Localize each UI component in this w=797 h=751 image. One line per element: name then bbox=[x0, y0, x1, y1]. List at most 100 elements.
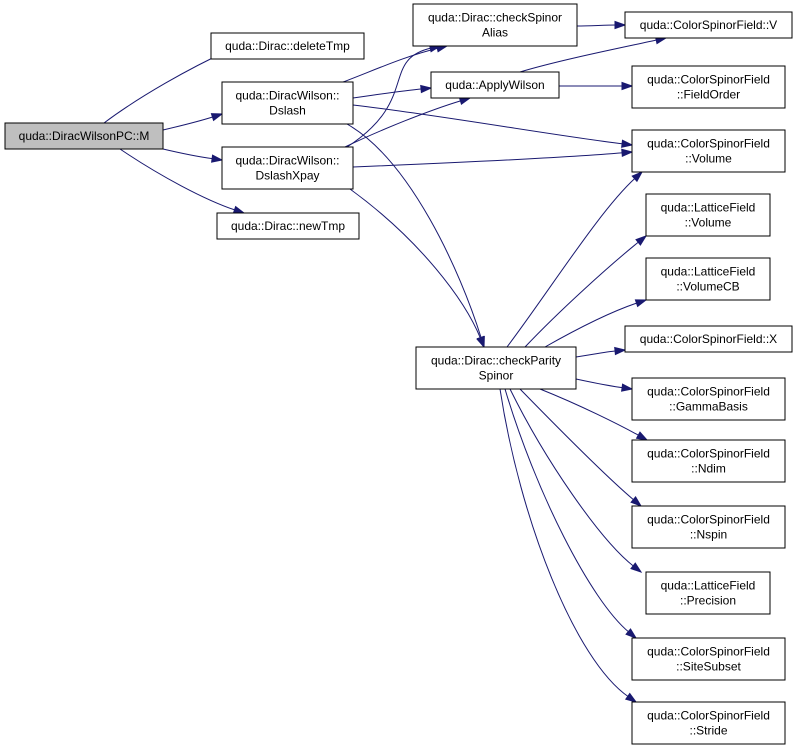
edge-line bbox=[346, 47, 432, 148]
edge-checkParitySpinor-to-LF_Precision bbox=[509, 388, 643, 573]
edge-line bbox=[575, 378, 624, 389]
node-M[interactable]: quda::DiracWilsonPC::M bbox=[4, 122, 164, 150]
edge-checkParitySpinor-to-CSF_Stride bbox=[499, 388, 638, 703]
node-box bbox=[415, 346, 577, 390]
arrowhead-icon bbox=[621, 81, 634, 91]
node-label: quda::ColorSpinorField bbox=[647, 645, 770, 659]
node-label: quda::Dirac::deleteTmp bbox=[225, 39, 350, 53]
arrowhead-icon bbox=[420, 84, 433, 94]
node-CSF_Volume[interactable]: quda::ColorSpinorField::Volume bbox=[631, 129, 786, 173]
edge-Dslash-to-checkParitySpinor bbox=[346, 123, 485, 349]
arrowhead-icon bbox=[621, 383, 634, 392]
arrowhead-icon bbox=[630, 496, 643, 507]
node-label: ::Ndim bbox=[691, 462, 726, 476]
edge-DslashXpay-to-ApplyWilson bbox=[344, 96, 472, 148]
edges-layer bbox=[103, 20, 668, 703]
node-label: ::GammaBasis bbox=[669, 400, 748, 414]
node-deleteTmp[interactable]: quda::Dirac::deleteTmp bbox=[210, 32, 365, 60]
node-box bbox=[210, 32, 365, 60]
node-box bbox=[221, 81, 354, 125]
node-box bbox=[631, 505, 786, 549]
node-CSF_GammaBasis[interactable]: quda::ColorSpinorField::GammaBasis bbox=[631, 377, 786, 421]
edge-line bbox=[162, 148, 214, 160]
edge-M-to-DslashXpay bbox=[162, 148, 224, 163]
node-label: ::Volume bbox=[685, 152, 732, 166]
node-label: quda::ColorSpinorField::X bbox=[640, 332, 777, 346]
arrowhead-icon bbox=[621, 139, 634, 148]
edge-checkParitySpinor-to-LF_VolumeCB bbox=[544, 299, 648, 348]
edge-M-to-Dslash bbox=[162, 113, 224, 131]
node-CSF_FieldOrder[interactable]: quda::ColorSpinorField::FieldOrder bbox=[631, 65, 786, 109]
node-label: quda::Dirac::checkSpinor bbox=[428, 11, 562, 25]
node-box bbox=[631, 129, 786, 173]
node-label: ::Volume bbox=[685, 216, 732, 230]
node-box bbox=[4, 122, 164, 150]
node-label: Alias bbox=[482, 26, 508, 40]
edge-checkParitySpinor-to-CSF_Ndim bbox=[539, 388, 649, 441]
node-box bbox=[631, 65, 786, 109]
edge-line bbox=[504, 388, 630, 633]
node-CSF_V[interactable]: quda::ColorSpinorField::V bbox=[624, 11, 793, 39]
edge-line bbox=[344, 100, 462, 148]
nodes-layer: quda::DiracWilsonPC::M quda::Dirac::delet… bbox=[4, 3, 793, 745]
node-label: quda::DiracWilson:: bbox=[235, 154, 339, 168]
node-LF_Volume[interactable]: quda::LatticeField::Volume bbox=[645, 193, 771, 237]
edge-checkParitySpinor-to-CSF_X bbox=[575, 346, 627, 358]
arrowhead-icon bbox=[621, 148, 634, 158]
node-label: quda::DiracWilsonPC::M bbox=[19, 129, 150, 143]
edge-line bbox=[576, 24, 617, 27]
node-DslashXpay[interactable]: quda::DiracWilson::DslashXpay bbox=[221, 146, 354, 190]
node-label: Dslash bbox=[269, 104, 306, 118]
node-ApplyWilson[interactable]: quda::ApplyWilson bbox=[430, 71, 560, 99]
edge-line bbox=[103, 49, 231, 124]
edge-checkParitySpinor-to-LF_Volume bbox=[524, 235, 648, 348]
node-CSF_Ndim[interactable]: quda::ColorSpinorField::Ndim bbox=[631, 439, 786, 483]
node-box bbox=[645, 257, 771, 301]
arrowhead-icon bbox=[458, 96, 472, 106]
node-label: quda::LatticeField bbox=[661, 579, 756, 593]
arrowhead-icon bbox=[625, 628, 638, 639]
arrowhead-icon bbox=[624, 692, 638, 703]
node-label: quda::ColorSpinorField::V bbox=[640, 18, 777, 32]
node-LF_Precision[interactable]: quda::LatticeField::Precision bbox=[645, 571, 771, 615]
arrowhead-icon bbox=[631, 170, 644, 183]
node-box bbox=[631, 377, 786, 421]
node-Dslash[interactable]: quda::DiracWilson::Dslash bbox=[221, 81, 354, 125]
node-label: ::VolumeCB bbox=[676, 280, 739, 294]
node-box bbox=[221, 146, 354, 190]
edge-checkSpinorAlias-to-CSF_V bbox=[576, 20, 627, 30]
node-newTmp[interactable]: quda::Dirac::newTmp bbox=[216, 212, 360, 240]
edge-line bbox=[509, 388, 635, 567]
edge-Dslash-to-CSF_Volume bbox=[352, 104, 634, 148]
node-label: quda::ColorSpinorField bbox=[647, 513, 770, 527]
node-CSF_Stride[interactable]: quda::ColorSpinorField::Stride bbox=[631, 701, 786, 745]
edge-DslashXpay-to-CSF_Volume bbox=[352, 148, 634, 168]
node-label: quda::Dirac::newTmp bbox=[231, 219, 345, 233]
node-CSF_X[interactable]: quda::ColorSpinorField::X bbox=[624, 325, 793, 353]
node-label: DslashXpay bbox=[255, 169, 319, 183]
edge-line bbox=[519, 388, 635, 501]
node-label: quda::LatticeField bbox=[661, 201, 756, 215]
node-label: quda::ColorSpinorField bbox=[647, 137, 770, 151]
arrowhead-icon bbox=[614, 20, 627, 30]
arrowhead-icon bbox=[232, 205, 246, 214]
node-label: quda::ColorSpinorField bbox=[647, 73, 770, 87]
node-box bbox=[216, 212, 360, 240]
node-CSF_SiteSubset[interactable]: quda::ColorSpinorField::SiteSubset bbox=[631, 637, 786, 681]
edge-line bbox=[349, 188, 482, 339]
edge-Dslash-to-ApplyWilson bbox=[352, 84, 433, 99]
node-label: quda::Dirac::checkParity bbox=[431, 354, 561, 368]
edge-checkParitySpinor-to-CSF_SiteSubset bbox=[504, 388, 638, 639]
node-LF_VolumeCB[interactable]: quda::LatticeField::VolumeCB bbox=[645, 257, 771, 301]
node-CSF_Nspin[interactable]: quda::ColorSpinorField::Nspin bbox=[631, 505, 786, 549]
node-label: ::FieldOrder bbox=[677, 88, 740, 102]
node-box bbox=[631, 637, 786, 681]
node-label: quda::ColorSpinorField bbox=[647, 385, 770, 399]
edge-DslashXpay-to-checkParitySpinor bbox=[349, 188, 485, 349]
edge-checkParitySpinor-to-CSF_GammaBasis bbox=[575, 378, 634, 392]
edge-line bbox=[342, 47, 439, 83]
edge-M-to-newTmp bbox=[119, 148, 246, 214]
